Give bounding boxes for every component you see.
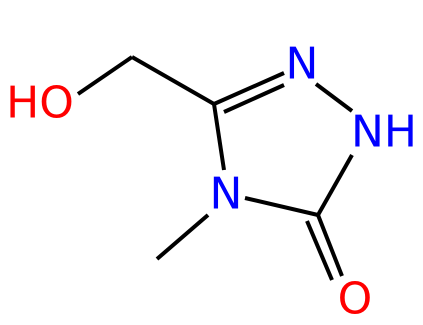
bond-c5-n-double-inner xyxy=(223,83,285,114)
bond-c3-n4 xyxy=(244,196,319,217)
carbonyl-oxygen-label: O xyxy=(338,274,373,325)
hydroxyl-label: HO xyxy=(6,78,74,129)
bond-n4-methyl xyxy=(155,213,210,261)
bond-n-nh xyxy=(314,82,354,113)
ring-n-methyl-label: N xyxy=(210,169,243,220)
bond-c3-o-double-b xyxy=(305,220,334,281)
ring-nitrogen-label: N xyxy=(286,39,319,90)
bond-c3-o-double-a xyxy=(316,214,344,277)
bond-ch2-c5 xyxy=(131,55,215,106)
bond-c5-n-double-outer xyxy=(213,71,285,106)
bond-n4-c5 xyxy=(212,103,226,171)
ring-nh-label: NH xyxy=(351,107,417,158)
bond-nh-c3 xyxy=(316,154,354,216)
bond-hydroxyl-ch2 xyxy=(76,55,134,96)
